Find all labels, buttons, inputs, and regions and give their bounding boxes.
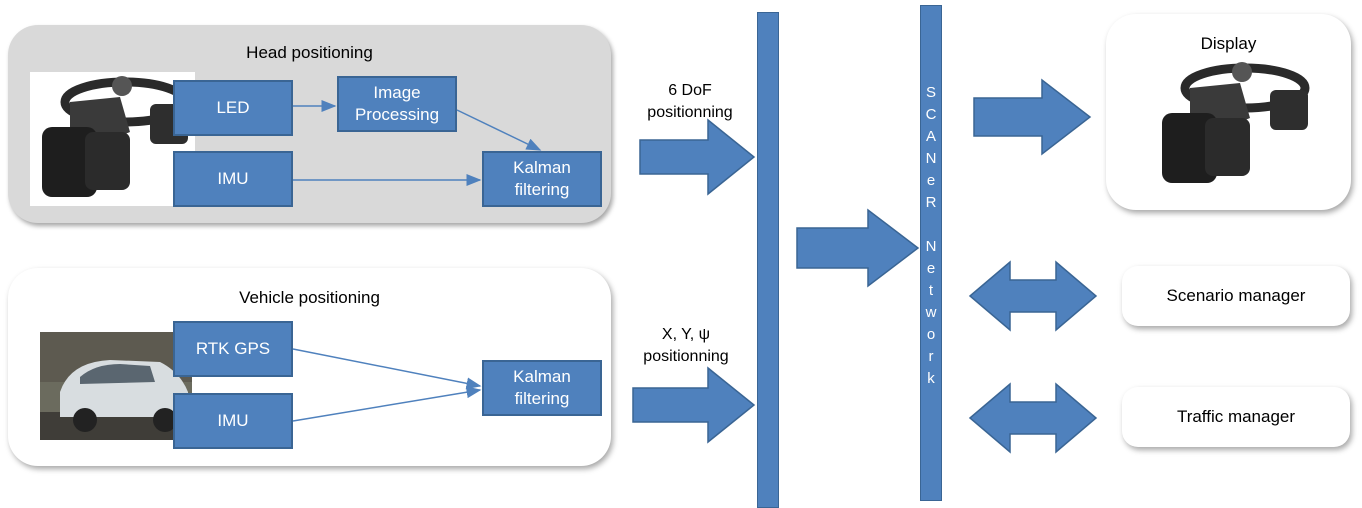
head-positioning-title: Head positioning (246, 43, 373, 62)
traffic-manager-card: Traffic manager (1122, 387, 1350, 447)
rtk-gps-box: RTK GPS (173, 321, 293, 377)
bar-to-network-arrow (796, 208, 920, 288)
xy-psi-label: X, Y, ψ positionning (643, 326, 729, 365)
display-headset-photo (1150, 58, 1315, 192)
network-letter: C (925, 106, 937, 123)
network-to-display-arrow (973, 78, 1092, 156)
network-letter: S (925, 84, 936, 101)
network-letter: N (925, 238, 937, 255)
network-letter: e (926, 260, 936, 277)
scenario-manager-card: Scenario manager (1122, 266, 1350, 326)
network-letter: e (926, 172, 936, 189)
network-letter: A (925, 128, 936, 145)
six-dof-label: 6 DoF positionning (647, 82, 733, 121)
traffic-double-arrow (968, 382, 1098, 454)
network-letter: t (928, 282, 934, 299)
head-kalman-box: Kalman filtering (482, 151, 602, 207)
vehicle-photo (40, 332, 192, 440)
vimu-to-kalman-connector (292, 386, 482, 422)
network-letter: N (925, 150, 937, 167)
network-letter: o (926, 326, 936, 343)
network-letter: R (925, 194, 937, 211)
image-processing-box: Image Processing (337, 76, 457, 132)
display-title: Display (1200, 34, 1257, 53)
network-letter: r (928, 348, 934, 365)
gps-to-kalman-connector (292, 348, 482, 390)
image-to-kalman-connector (456, 109, 542, 151)
network-letter: k (927, 370, 935, 387)
headset-photo (30, 72, 195, 206)
xy-psi-arrow (632, 366, 756, 444)
vehicle-imu-box: IMU (173, 393, 293, 449)
network-letter: w (925, 304, 937, 321)
vehicle-positioning-title: Vehicle positioning (239, 288, 380, 307)
scenario-double-arrow (968, 260, 1098, 332)
vehicle-kalman-box: Kalman filtering (482, 360, 602, 416)
six-dof-arrow (639, 118, 756, 196)
led-box: LED (173, 80, 293, 136)
head-imu-box: IMU (173, 151, 293, 207)
